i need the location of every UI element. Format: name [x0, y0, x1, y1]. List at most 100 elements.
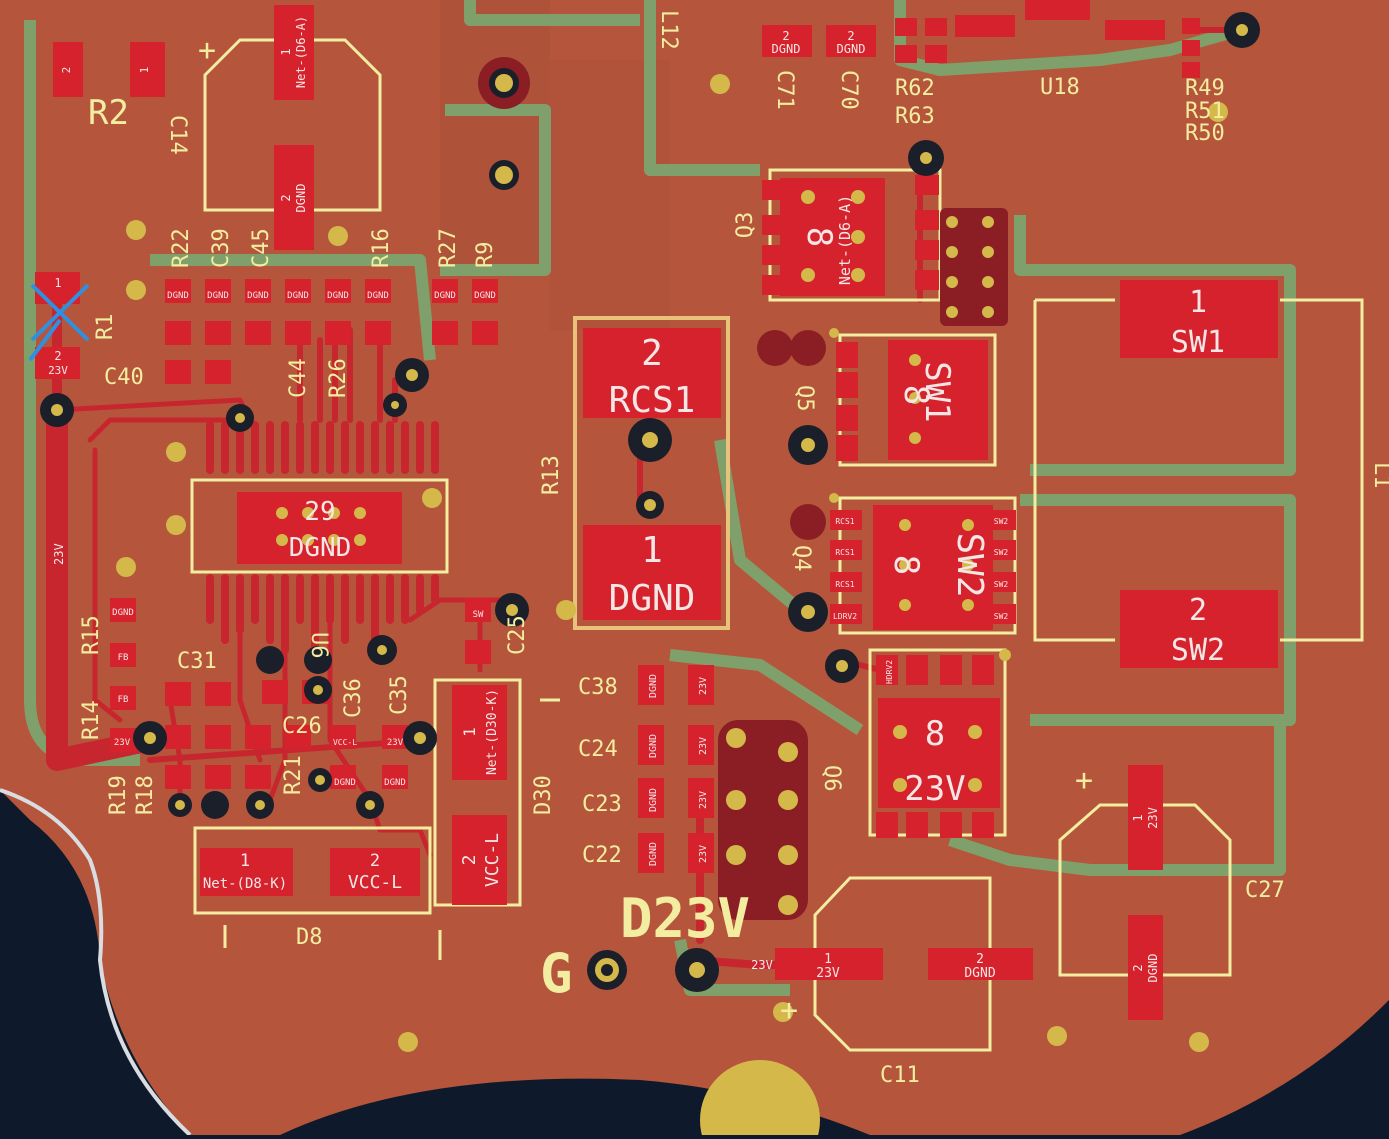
ref-c22: C22 — [582, 843, 622, 868]
q3-pad-net: Net-(D6-A) — [836, 195, 854, 285]
pad-label-hdrv2: HDRV2 — [885, 660, 894, 684]
q4-pad-net: SW2 — [949, 532, 990, 597]
c27-pad2-number: 2 — [1131, 964, 1145, 971]
c22-pad-dgnd: DGND — [648, 842, 659, 866]
ref-r51: R51 — [1185, 99, 1225, 124]
d30-pad2-number: 2 — [459, 855, 480, 866]
q5-pad-net: SW1 — [917, 361, 957, 422]
ref-c39: C39 — [209, 228, 234, 268]
ref-c24: C24 — [578, 737, 618, 762]
ref-l12: L12 — [656, 10, 681, 50]
sw1-pad-net: SW1 — [1171, 325, 1225, 360]
pad-label-dgnd: DGND — [167, 291, 189, 301]
c71-pad-net: DGND — [772, 42, 801, 56]
pad-label-23v: 23V — [114, 738, 131, 748]
c24-pad-dgnd: DGND — [648, 734, 659, 758]
pad-label-fb: FB — [118, 695, 129, 705]
ref-r16: R16 — [369, 228, 394, 268]
ref-r49: R49 — [1185, 76, 1225, 101]
ref-r9: R9 — [473, 242, 498, 269]
ref-c71: C71 — [772, 70, 797, 110]
c14-pad1-net: Net-(D6-A) — [294, 16, 308, 88]
ref-r26: R26 — [326, 358, 351, 398]
pad-label-dgnd: DGND — [247, 291, 269, 301]
pad-label-dgnd: DGND — [287, 291, 309, 301]
q3-pad-number: 8 — [799, 227, 839, 247]
ref-c25: C25 — [505, 615, 530, 655]
ref-l1: L1 — [1369, 462, 1389, 489]
c27-pad2-net: DGND — [1146, 954, 1160, 983]
r1-pad2-number: 2 — [54, 349, 61, 363]
c14-pad2-number: 2 — [279, 194, 293, 201]
c27-pad1-number: 1 — [1131, 814, 1145, 821]
c70-pad-number: 2 — [847, 29, 854, 43]
thermal-vias — [116, 74, 1228, 1052]
ref-c31: C31 — [177, 649, 217, 674]
trace-label-23v: 23V — [751, 958, 773, 972]
ref-r14: R14 — [79, 700, 104, 740]
dgnd-pad-number: 1 — [641, 530, 663, 571]
ref-q4: Q4 — [789, 545, 814, 572]
q6-pad-number: 8 — [925, 714, 945, 754]
r1-pad1-number: 1 — [54, 276, 61, 290]
ref-r22: R22 — [169, 228, 194, 268]
ref-r18: R18 — [133, 775, 158, 815]
ref-q5: Q5 — [792, 385, 817, 412]
ref-r62: R62 — [895, 76, 935, 101]
ref-c36: C36 — [341, 678, 366, 718]
pad-label-dgnd: DGND — [207, 291, 229, 301]
c14-pad2-net: DGND — [294, 184, 308, 213]
c24-pad-23v: 23V — [698, 737, 709, 755]
ref-r13: R13 — [539, 455, 564, 495]
pads-large — [35, 0, 1278, 1020]
rcs1-pad-number: 2 — [641, 333, 663, 374]
pad-label-dgnd: DGND — [384, 778, 406, 788]
c38-pad-dgnd: DGND — [648, 674, 659, 698]
pad-label-dgnd: DGND — [367, 291, 389, 301]
c22-pad-23v: 23V — [698, 845, 709, 863]
ref-u6: U6 — [306, 632, 331, 659]
ref-c26: C26 — [282, 714, 322, 739]
c11-pad1-net: 23V — [816, 966, 840, 981]
board-edge-cut — [0, 788, 192, 1137]
u6-ep-net: DGND — [289, 533, 352, 563]
c27-pad1-net: 23V — [1146, 807, 1160, 829]
ref-c45: C45 — [249, 228, 274, 268]
d8-pad1-number: 1 — [240, 851, 250, 871]
pad-label-dgnd: DGND — [434, 291, 456, 301]
c11-pad2-number: 2 — [976, 952, 984, 967]
pad-label-sw2: SW2 — [994, 580, 1009, 589]
pad-label-dgnd: DGND — [327, 291, 349, 301]
ref-c44: C44 — [286, 358, 311, 398]
ref-u18: U18 — [1040, 75, 1080, 100]
c23-pad-23v: 23V — [698, 791, 709, 809]
ref-c35: C35 — [387, 675, 412, 715]
ref-d8: D8 — [296, 925, 323, 950]
pad-label-sw2: SW2 — [994, 517, 1009, 526]
pad-label-dgnd: DGND — [474, 291, 496, 301]
dgnd-pad-net: DGND — [609, 578, 696, 619]
zone-clearance — [24, 0, 1296, 996]
ref-r19: R19 — [106, 775, 131, 815]
c70-pad-net: DGND — [837, 42, 866, 56]
pad-label-vcc: VCC-L — [333, 738, 357, 747]
q5-pad-number: 8 — [896, 385, 936, 405]
pad-label-sw2: SW2 — [994, 612, 1009, 621]
d8-pad1-net: Net-(D8-K) — [203, 876, 287, 892]
rcs1-pad-net: RCS1 — [609, 380, 696, 421]
ref-q6: Q6 — [819, 765, 844, 792]
trace-label-23v: 23V — [52, 543, 66, 565]
pad-label-dgnd: DGND — [334, 778, 356, 788]
q4-pad-number: 8 — [886, 555, 926, 575]
r2-pad-number: 1 — [138, 67, 151, 74]
ref-c23: C23 — [582, 792, 622, 817]
ref-r63: R63 — [895, 104, 935, 129]
ref-r27: R27 — [436, 228, 461, 268]
d8-pad2-number: 2 — [370, 851, 380, 871]
d30-pad1-number: 1 — [460, 727, 479, 737]
pad-label-dgnd: DGND — [112, 608, 134, 618]
blue-x-icon[interactable] — [28, 283, 90, 362]
d30-pad2-net: VCC-L — [482, 833, 503, 887]
